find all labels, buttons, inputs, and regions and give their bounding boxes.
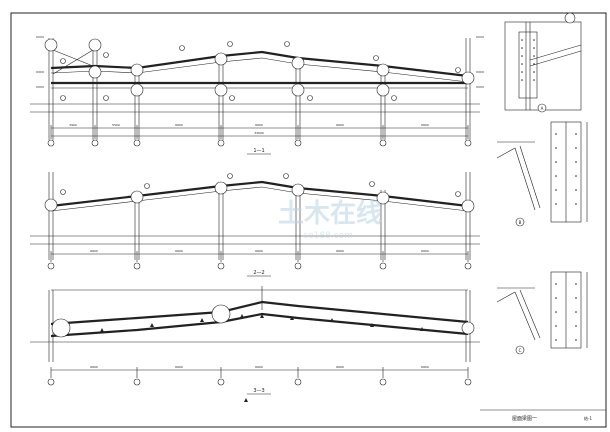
detail-c: C [496,271,588,355]
dim-total: 33600 [254,131,264,135]
watermark-text: 土木在线 [278,199,382,229]
dim-bot-2: 6600 [175,365,183,369]
detail-b-marker: B [519,220,522,225]
detail-c-marker: C [519,348,522,353]
watermark-subtext: co188.com [303,231,353,241]
detail-b: B [496,121,588,227]
section-2-2-label: 2—2 [253,270,264,276]
section-1-1-label: 1—1 [253,148,264,154]
dim-mid-1: 6600 [90,249,98,253]
dim-1: 3900 [69,123,77,127]
dim-2: 5500 [112,123,120,127]
dim-5: 6600 [336,123,344,127]
section-3-3-elevation: 6600 6600 6600 6600 6600 3—3 [30,286,480,402]
dim-mid-2: 6600 [175,249,183,253]
dim-bot-1: 6600 [90,365,98,369]
dim-6: 6600 [421,123,429,127]
section-3-3-label: 3—3 [253,388,264,394]
detail-a-marker: A [541,106,544,111]
sheet-number: 结-1 [584,415,592,421]
section-2-2-elevation: 6600 6600 6600 6600 6600 2—2 [30,172,480,277]
dim-bot-3: 6600 [255,365,263,369]
drawing-title: 屋面梁图一 [512,415,537,422]
watermark: 土木在线 co188.com [278,199,382,241]
dim-mid-4: 6600 [336,249,344,253]
dim-3: 6600 [175,123,183,127]
dim-mid-3: 6600 [255,249,263,253]
detail-a: A [504,12,582,113]
dim-bot-4: 6600 [336,365,344,369]
dim-bot-5: 6600 [421,365,429,369]
dim-mid-5: 6600 [421,249,429,253]
sheet-border [10,12,607,428]
title-block: 屋面梁图一 结-1 [480,409,606,422]
dim-4: 6600 [255,123,263,127]
section-1-1-elevation: 3900 5500 6600 6600 6600 6600 33600 1—1 [30,36,484,155]
